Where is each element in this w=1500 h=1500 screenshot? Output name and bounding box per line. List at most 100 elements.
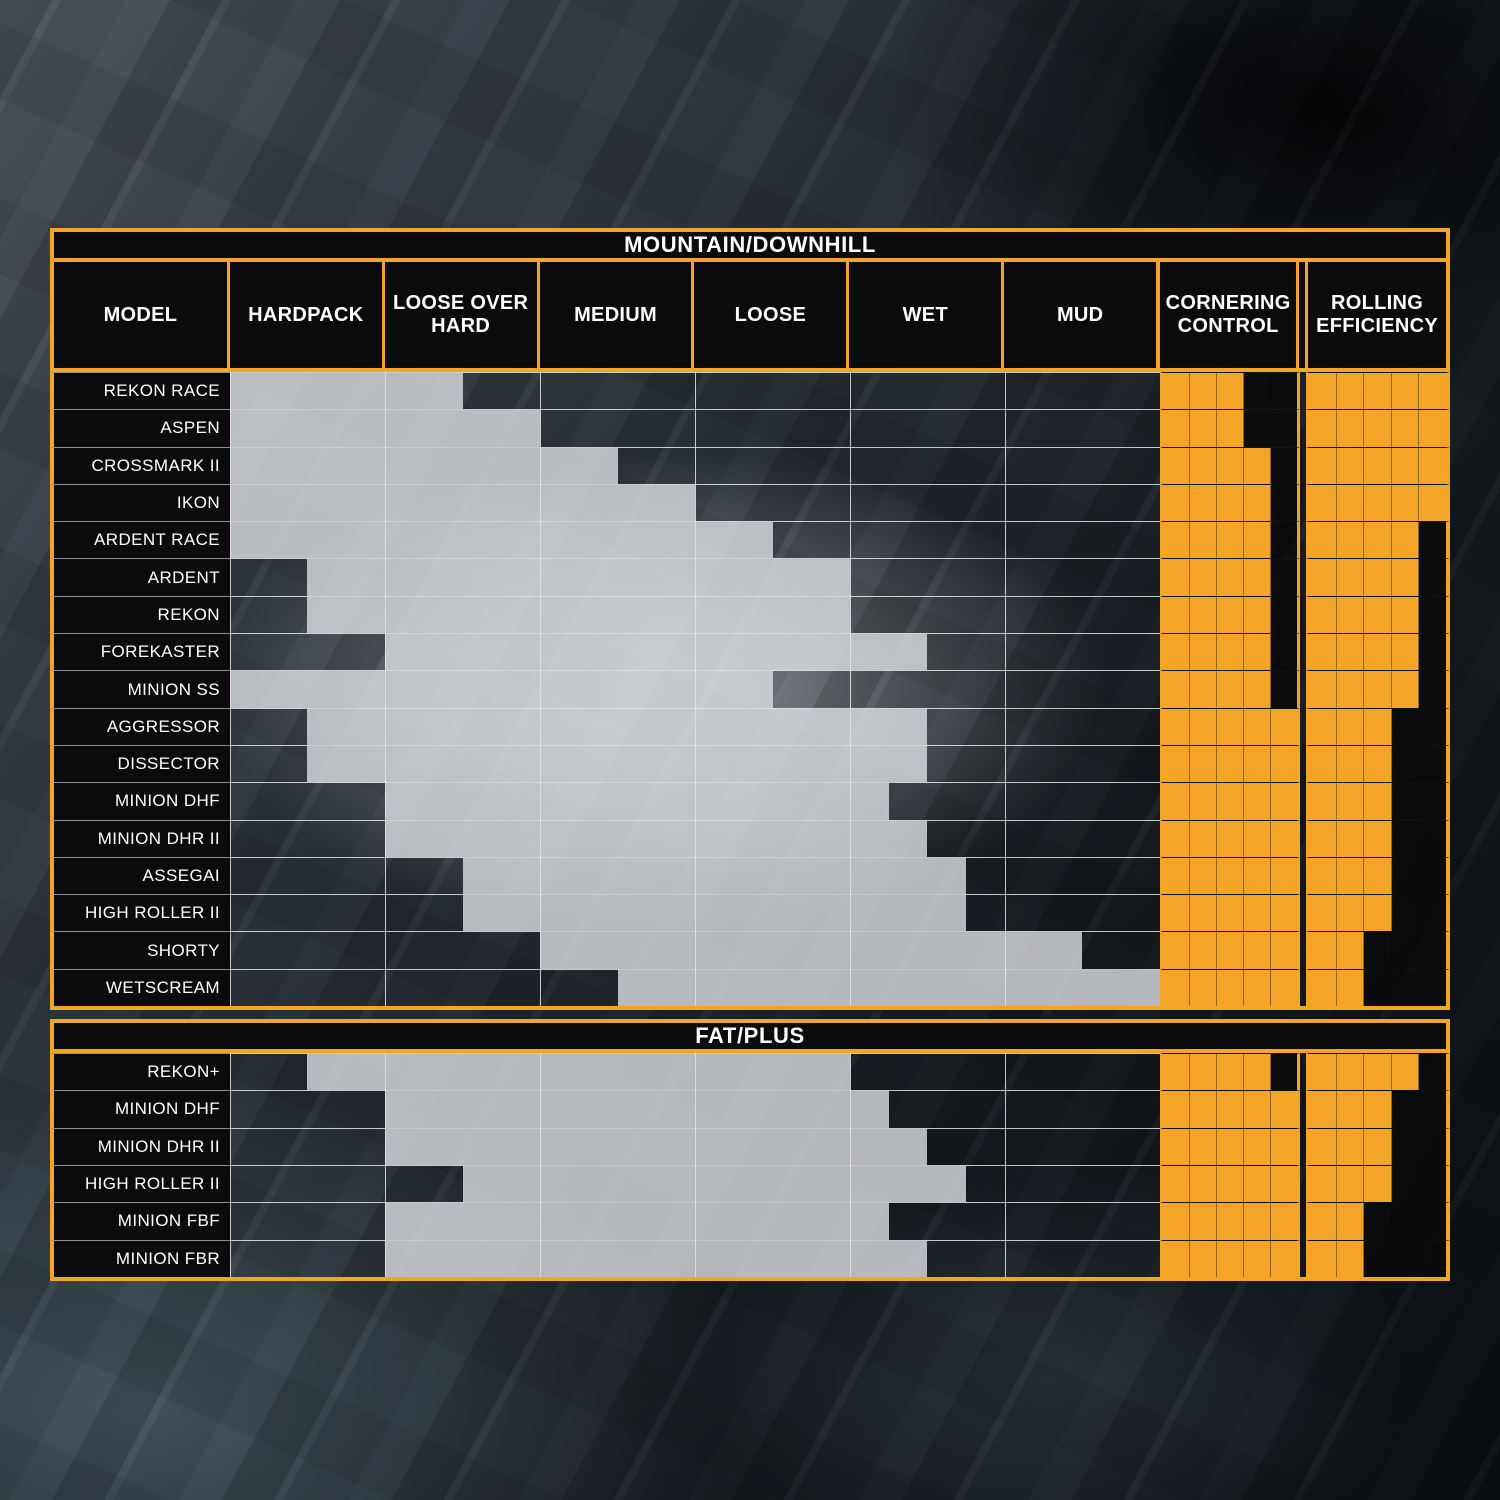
terrain-range-bar [230,522,773,559]
terrain-track [230,1239,1160,1277]
rolling-rating [1306,409,1450,447]
table-row: ASSEGAI [50,856,1450,895]
cornering-rating [1160,1164,1300,1203]
rating-segment [1190,1091,1217,1128]
rating-segment [1391,857,1420,895]
rolling-rating [1306,670,1450,708]
rating-segment [1244,410,1271,447]
rating-segment [1419,484,1446,522]
rating-segment [1419,410,1446,447]
rolling-rating [1306,819,1450,857]
rating-segment [1244,820,1271,857]
rating-segment [1309,522,1337,559]
rating-segment [1244,708,1271,745]
rating-segment [1271,373,1297,410]
terrain-range-bar [384,1240,928,1277]
rolling-rating [1306,521,1450,559]
cornering-rating [1160,707,1300,745]
model-label: MINION SS [50,670,230,708]
rating-segment [1217,447,1244,484]
rating-segment [1244,373,1271,410]
rating-segment [1309,1054,1337,1091]
terrain-range-bar [617,969,1160,1007]
terrain-range-bar [230,373,463,410]
terrain-track [230,409,1160,447]
rating-segment [1364,820,1392,857]
rating-segment [1391,895,1420,932]
rating-segment [1244,1091,1271,1128]
terrain-track [230,558,1160,596]
terrain-track [230,372,1160,410]
rating-segment [1217,1128,1244,1165]
terrain-range-bar [230,410,540,447]
table-row: MINION DHR II [50,1127,1450,1165]
rating-segment [1163,1240,1190,1277]
rating-segment [1163,634,1190,671]
rating-segment [1190,783,1217,820]
rating-segment [1419,1240,1446,1277]
rating-segment [1309,1128,1337,1165]
rating-segment [1190,1203,1217,1240]
rating-segment [1419,559,1446,596]
rating-segment [1217,708,1244,745]
model-label: WETSCREAM [50,968,230,1007]
rating-segment [1271,559,1297,596]
rolling-rating [1306,1239,1450,1277]
terrain-range-bar [384,783,889,820]
rating-segment [1309,969,1337,1007]
rolling-rating [1306,1127,1450,1165]
table-row: REKON [50,595,1450,634]
model-label: ASSEGAI [50,856,230,895]
rating-segment [1309,596,1337,634]
terrain-track [230,1090,1160,1128]
terrain-track [230,968,1160,1007]
model-label: ARDENT [50,558,230,596]
rating-segment [1271,708,1297,745]
rating-segment [1364,1091,1392,1128]
column-header-terrain: MEDIUM [539,262,695,368]
rating-segment [1217,634,1244,671]
rating-segment [1244,783,1271,820]
rating-segment [1364,1240,1392,1277]
rating-segment [1217,783,1244,820]
rating-segment [1163,410,1190,447]
terrain-range-bar [307,559,850,596]
rating-segment [1419,522,1446,559]
rating-segment [1309,745,1337,783]
rating-segment [1244,1054,1271,1091]
rating-segment [1271,969,1297,1007]
rating-segment [1336,857,1365,895]
rating-segment [1244,745,1271,783]
rating-segment [1217,1240,1244,1277]
rating-segment [1271,447,1297,484]
rolling-rating [1306,931,1450,969]
column-header-terrain: MUD [1004,262,1160,368]
rating-segment [1419,820,1446,857]
table-row: MINION DHR II [50,819,1450,857]
rating-segment [1309,559,1337,596]
rating-segment [1364,745,1392,783]
rating-segment [1244,969,1271,1007]
rating-segment [1190,1165,1217,1203]
model-label: MINION FBR [50,1239,230,1277]
terrain-range-bar [307,1054,850,1091]
model-label: MINION DHR II [50,1127,230,1165]
model-label: ASPEN [50,409,230,447]
rating-segment [1364,969,1392,1007]
table-row: FOREKASTER [50,633,1450,671]
cornering-rating [1160,1127,1300,1165]
rating-segment [1163,596,1190,634]
table-row: HIGH ROLLER II [50,894,1450,932]
rating-segment [1336,1203,1365,1240]
rating-segment [1336,634,1365,671]
rating-segment [1217,373,1244,410]
cornering-rating [1160,856,1300,895]
rating-segment [1391,447,1420,484]
rating-segment [1391,745,1420,783]
rolling-rating [1306,1090,1450,1128]
terrain-range-bar [307,596,850,634]
rating-segment [1163,447,1190,484]
rating-segment [1391,596,1420,634]
